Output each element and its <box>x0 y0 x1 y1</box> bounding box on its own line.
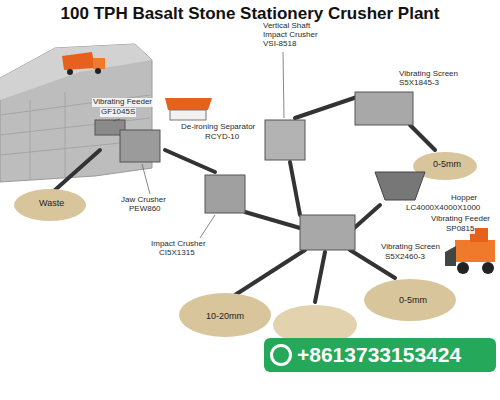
model-number: S5X1845-3 <box>398 79 440 88</box>
plant-title: 100 TPH Basalt Stone Stationery Crusher … <box>0 4 500 24</box>
part-name: Vibrating Screen <box>398 70 459 79</box>
size-label: 0-5mm <box>398 296 428 306</box>
part-name: Impact Crusher <box>150 240 207 249</box>
model-number: GF1045S <box>100 108 136 117</box>
model-number: VSI-8518 <box>262 40 297 49</box>
dump-truck <box>62 52 105 75</box>
machines <box>95 92 425 250</box>
model-number: RCYD-10 <box>204 133 240 142</box>
piles <box>14 152 477 345</box>
size-label: 0-5mm <box>432 160 462 170</box>
part-name: Vibrating Feeder <box>92 98 153 107</box>
model-number: S5X2460-3 <box>384 253 426 262</box>
part-name: Vertical Shaft <box>262 22 311 31</box>
part-name: De-ironing Separator <box>180 123 256 132</box>
part-name: Impact Crusher <box>262 31 319 40</box>
part-name: Vibrating Feeder <box>430 215 491 224</box>
whatsapp-badge <box>264 338 496 372</box>
part-name: Hopper <box>450 194 478 203</box>
phone-watermark: +8613733153424 <box>297 343 461 366</box>
conveyors <box>55 96 435 302</box>
model-number: CI5X1315 <box>158 249 196 258</box>
part-name: Jaw Crusher <box>120 196 167 205</box>
model-number: LC4000X4000X1000 <box>405 204 481 213</box>
model-number: PEW860 <box>128 205 162 214</box>
size-label: Waste <box>38 199 65 209</box>
loader <box>445 228 495 274</box>
leader-lines <box>113 52 284 238</box>
size-label: 10-20mm <box>205 312 245 322</box>
model-number: SP0815 <box>445 225 475 234</box>
part-name: Vibrating Screen <box>380 243 441 252</box>
